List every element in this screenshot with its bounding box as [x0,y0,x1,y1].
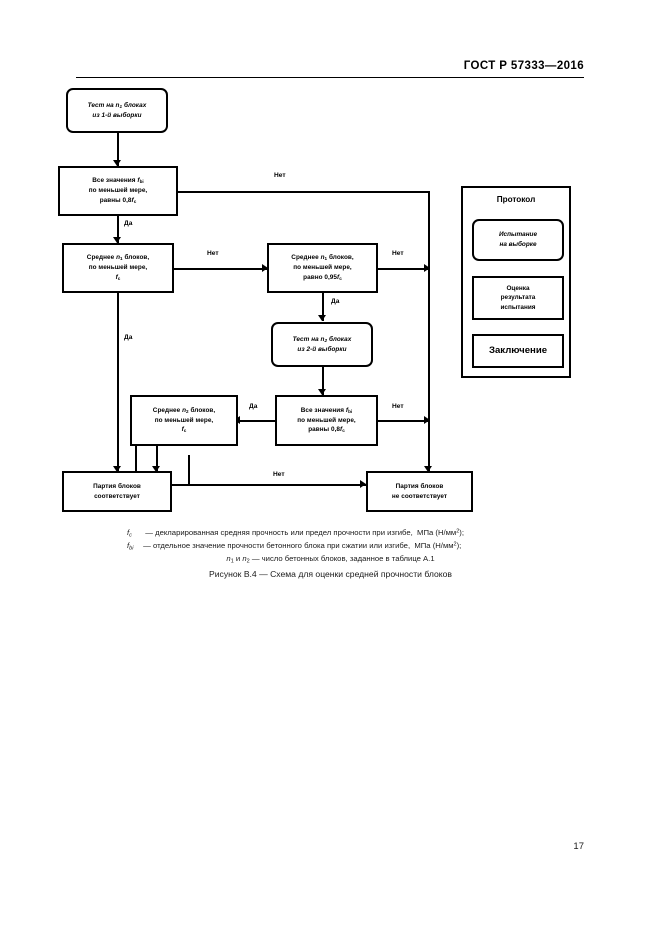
connector-no1-vertical [428,191,430,471]
arrowhead-meann1fc-in [113,237,121,243]
flow-node-mean-n1-095fc-line3: равно 0,95fc [303,273,342,282]
connector-no2-horizontal [174,268,267,270]
protocol-item-conclusion[interactable]: Заключение [472,334,564,368]
edge-label-no-3: Нет [390,250,406,257]
arrowhead-meann1095-in [262,264,268,272]
legend-symbol-fc: fc [127,528,132,539]
arrowhead-allvalues2-in [318,389,326,395]
connector-no4-horizontal [378,420,430,422]
connector-no1-horizontal [178,191,430,193]
flow-node-test-second-sample[interactable]: Тест на n2 блоках из 2-й выборки [271,322,373,367]
flow-node-mean-n1-fc-line2: по меньшей мере, [88,264,148,272]
connector-yes4-horizontal [238,420,275,422]
figure-caption: Рисунок В.4 — Схема для оценки средней п… [209,569,452,579]
flow-node-all-values-first-line2: по меньшей мере, [88,187,148,195]
flow-node-batch-conforms-line2: соответствует [94,492,140,500]
edge-label-no-5: Нет [271,471,287,478]
connector-yes1-vertical [117,216,119,243]
edge-label-yes-2: Да [122,334,135,341]
arrowhead-fail-left [360,480,366,488]
flow-node-mean-n1-095fc-line1: Среднее n1 блоков, [291,254,354,262]
flow-node-mean-n1-095fc[interactable]: Среднее n1 блоков, по меньшей мере, равн… [267,243,378,293]
arrowhead-no3-right [424,264,430,272]
edge-label-no-2: Нет [205,250,221,257]
flow-node-batch-conforms[interactable]: Партия блоков соответствует [62,471,172,512]
connector-no5-riser [188,455,190,486]
flow-node-mean-n2-fc-line1: Среднее n2 блоков, [152,406,216,414]
connector-test2-to-allvalues2 [322,367,324,395]
protocol-item-result-evaluation-line3: испытания [500,303,536,311]
arrowhead-no4-right [424,416,430,424]
edge-label-no-1: Нет [272,172,288,179]
flow-node-mean-n1-fc[interactable]: Среднее n1 блоков, по меньшей мере, fc [62,243,174,293]
protocol-panel-title: Протокол [496,195,536,204]
edge-label-yes-3: Да [329,298,342,305]
connector-no5-horizontal [188,484,366,486]
legend-row-fc: fc — декларированная средняя прочность и… [127,528,464,539]
edge-label-no-4: Нет [390,403,406,410]
flow-node-test-second-sample-line2: из 2-й выборки [297,345,347,353]
edge-label-yes-1: Да [122,220,135,227]
flow-node-all-values-second-line3: равны 0,8fc [308,426,345,434]
flow-node-batch-not-conforms-line2: не соответствует [391,492,448,500]
flow-node-mean-n1-095fc-line2: по меньшей мере, [293,264,352,272]
flow-node-all-values-second-line1: Все значения fbi [300,406,353,414]
header-rule [76,77,584,78]
flow-node-mean-n2-fc-line3: fc [181,426,187,434]
legend-row-fbi: fbi — отдельное значение прочности бетон… [127,541,462,552]
edge-label-yes-4: Да [247,403,260,410]
protocol-item-result-evaluation[interactable]: Оценка результата испытания [472,276,564,320]
protocol-item-result-evaluation-line1: Оценка [506,284,530,292]
protocol-item-conclusion-line1: Заключение [488,344,548,356]
flow-node-all-values-first[interactable]: Все значения fbi по меньшей мере, равны … [58,166,178,216]
flow-node-mean-n2-fc[interactable]: Среднее n2 блоков, по меньшей мере, fc [130,395,238,446]
flow-node-all-values-second[interactable]: Все значения fbi по меньшей мере, равны … [275,395,378,446]
arrowhead-test2-in [318,315,326,321]
connector-yes2-vertical [117,293,119,471]
protocol-panel: Протокол Испытание на выборке Оценка рез… [461,186,571,378]
connector-test1-to-allvalues1 [117,133,119,166]
figure-legend: fc — декларированная средняя прочность и… [0,527,661,566]
connector-yes3-vertical [322,293,324,321]
connector-meann2fc-down [156,446,158,471]
page-number: 17 [573,841,584,852]
arrowhead-pass-top-right [152,466,160,472]
flow-node-batch-not-conforms-line1: Партия блоков [395,482,444,490]
arrowhead-fail-top [424,466,432,472]
flow-node-test-first-sample-line2: из 1-й выборки [92,111,142,119]
flow-node-batch-not-conforms[interactable]: Партия блоков не соответствует [366,471,473,512]
flow-node-all-values-second-line2: по меньшей мере, [297,416,356,424]
connector-no3-horizontal [378,268,430,270]
protocol-item-sample-test[interactable]: Испытание на выборке [472,219,564,261]
arrowhead-allvalues1-in [113,160,121,166]
flow-node-test-first-sample-line1: Тест на n1 блоках [87,101,147,109]
flow-node-all-values-first-line3: равны 0,8fc [99,196,137,205]
legend-row-n: n1 и n2 — число бетонных блоков, заданно… [226,554,435,565]
legend-symbol-fbi: fbi [127,541,134,552]
protocol-item-result-evaluation-line2: результата [500,294,536,302]
connector-no5-vertical [135,446,137,484]
flow-node-mean-n1-fc-line1: Среднее n1 блоков, [86,254,150,262]
flow-node-batch-conforms-line1: Партия блоков [93,482,141,490]
protocol-item-sample-test-line2: на выборке [499,241,537,248]
protocol-item-sample-test-line1: Испытание [498,231,538,239]
arrowhead-pass-top-left [113,466,121,472]
flow-node-test-second-sample-line1: Тест на n2 блоках [292,335,352,343]
flow-node-mean-n1-fc-line3: fc [115,273,121,282]
flow-node-mean-n2-fc-line2: по меньшей мере, [154,416,214,424]
document-header-standard-number: ГОСТ Р 57333—2016 [463,60,584,72]
flow-node-test-first-sample[interactable]: Тест на n1 блоках из 1-й выборки [66,88,168,133]
flow-node-all-values-first-line1: Все значения fbi [92,177,144,185]
